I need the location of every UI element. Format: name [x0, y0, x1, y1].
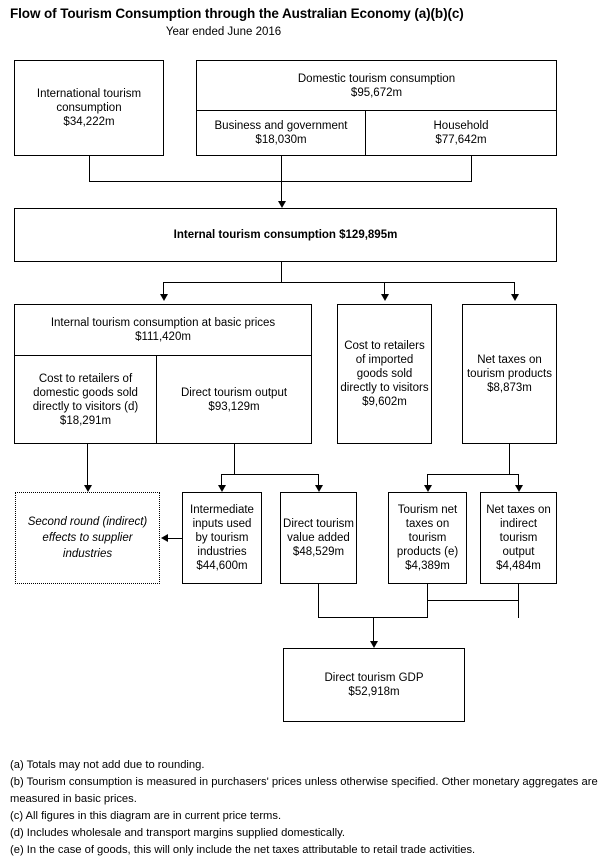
connector-household-down — [471, 156, 472, 182]
second-round-label: Second round (indirect) effects to suppl… — [27, 516, 148, 560]
footnote-b: (b) Tourism consumption is measured in p… — [10, 776, 598, 805]
box-direct-tourism-output: Direct tourism output $93,129m — [156, 355, 312, 444]
footnote-d: (d) Includes wholesale and transport mar… — [10, 827, 345, 839]
business-government-value: $18,030m — [255, 134, 307, 146]
domestic-value: $95,672m — [350, 86, 403, 99]
arrowhead-net-taxes-indirect — [515, 485, 523, 492]
footnote-a: (a) Totals may not add due to rounding. — [10, 759, 205, 771]
box-international-tourism-consumption: International tourism consumption $34,22… — [14, 60, 164, 156]
box-intermediate-inputs: Intermediate inputs used by tourism indu… — [182, 492, 262, 584]
connector-net-taxes-indirect-down — [518, 584, 519, 618]
household-value: $77,642m — [435, 134, 487, 146]
connector-bus-row1 — [89, 181, 472, 182]
tourism-net-taxes-value: $4,389m — [405, 560, 450, 572]
box-second-round-effects: Second round (indirect) effects to suppl… — [15, 492, 160, 584]
connector-to-net-taxes-products — [514, 282, 515, 296]
box-tourism-net-taxes-products: Tourism net taxes on tourism products (e… — [388, 492, 467, 584]
net-taxes-products-label: Net taxes on tourism products — [466, 354, 552, 380]
direct-value-added-label: Direct tourism value added — [283, 518, 354, 544]
box-internal-consumption-basic-prices: Internal tourism consumption at basic pr… — [14, 304, 312, 356]
arrowhead-second-round-left — [161, 534, 168, 542]
direct-value-added-value: $48,529m — [292, 546, 345, 558]
net-taxes-indirect-label: Net taxes on indirect tourism output — [486, 504, 551, 558]
connector-bus-gdp-right — [427, 600, 519, 601]
box-cost-retailers-imported-goods: Cost to retailers of imported goods sold… — [337, 304, 432, 444]
gdp-value: $52,918m — [348, 686, 400, 698]
box-direct-tourism-value-added: Direct tourism value added $48,529m — [280, 492, 357, 584]
basic-prices-value: $111,420m — [135, 331, 191, 343]
direct-output-label: Direct tourism output — [180, 386, 288, 399]
page-subtitle: Year ended June 2016 — [165, 26, 282, 38]
connector-to-tourism-net-taxes — [427, 474, 428, 487]
arrowhead-imported-goods — [381, 294, 389, 301]
box-domestic-tourism-consumption: Domestic tourism consumption $95,672m — [196, 60, 557, 111]
tourism-net-taxes-label: Tourism net taxes on tourism products (e… — [396, 504, 459, 558]
internal-consumption-label: Internal tourism consumption $129,895m — [173, 229, 398, 241]
connector-internal-down — [281, 262, 282, 283]
box-net-taxes-indirect-tourism-output: Net taxes on indirect tourism output $4,… — [480, 492, 557, 584]
box-internal-tourism-consumption: Internal tourism consumption $129,895m — [14, 208, 557, 262]
intermediate-inputs-label: Intermediate inputs used by tourism indu… — [190, 504, 254, 558]
gdp-label: Direct tourism GDP — [324, 672, 424, 684]
connector-bus-direct-output — [221, 474, 318, 475]
connector-international-down — [89, 156, 90, 182]
footnote-c: (c) All figures in this diagram are in c… — [10, 810, 282, 822]
page-title: Flow of Tourism Consumption through the … — [10, 6, 464, 21]
connector-value-added-down — [318, 584, 319, 618]
arrowhead-second-round — [84, 485, 92, 492]
box-cost-retailers-domestic-goods: Cost to retailers of domestic goods sold… — [14, 355, 157, 444]
connector-to-internal-consumption — [281, 181, 282, 205]
connector-to-basic-prices — [163, 282, 164, 296]
connector-to-net-taxes-indirect — [518, 474, 519, 487]
connector-direct-output-down — [234, 443, 235, 475]
international-value: $34,222m — [63, 116, 115, 128]
cost-imported-goods-label: Cost to retailers of imported goods sold… — [340, 340, 429, 394]
arrowhead-internal-consumption — [278, 201, 286, 208]
footnotes: (a) Totals may not add due to rounding. … — [10, 757, 600, 859]
connector-cost-domestic-down — [87, 443, 88, 487]
connector-net-taxes-down — [509, 443, 510, 475]
connector-business-down — [281, 156, 282, 182]
cost-imported-goods-value: $9,602m — [362, 396, 407, 408]
connector-to-direct-value-added — [318, 474, 319, 487]
cost-domestic-goods-label: Cost to retailers of domestic goods sold… — [32, 372, 139, 413]
intermediate-inputs-value: $44,600m — [196, 560, 248, 572]
arrowhead-intermediate-inputs — [218, 485, 226, 492]
box-direct-tourism-gdp: Direct tourism GDP $52,918m — [283, 648, 465, 722]
connector-to-imported-goods — [384, 282, 385, 296]
connector-bus-net-taxes — [427, 474, 519, 475]
box-net-taxes-tourism-products: Net taxes on tourism products $8,873m — [462, 304, 557, 444]
international-label-line1: International tourism — [36, 88, 142, 100]
connector-intermediate-to-second-round — [168, 538, 182, 539]
international-label-line2: consumption — [56, 102, 122, 114]
basic-prices-label: Internal tourism consumption at basic pr… — [50, 317, 276, 329]
arrowhead-net-taxes-products — [511, 294, 519, 301]
domestic-label: Domestic tourism consumption — [297, 72, 456, 85]
arrowhead-direct-value-added — [315, 485, 323, 492]
direct-output-value: $93,129m — [208, 400, 260, 413]
arrowhead-basic-prices — [160, 294, 168, 301]
connector-tourism-net-taxes-down — [427, 584, 428, 618]
business-government-label: Business and government — [214, 120, 348, 132]
box-household: Household $77,642m — [365, 110, 557, 156]
cost-domestic-goods-value: $18,291m — [59, 414, 112, 427]
arrowhead-tourism-net-taxes — [424, 485, 432, 492]
household-label: Household — [433, 120, 489, 132]
footnote-e: (e) In the case of goods, this will only… — [10, 844, 476, 856]
arrowhead-gdp — [370, 641, 378, 648]
connector-to-gdp — [373, 617, 374, 644]
box-business-and-government: Business and government $18,030m — [196, 110, 366, 156]
connector-gdp-join — [318, 617, 374, 618]
net-taxes-products-value: $8,873m — [487, 382, 532, 394]
connector-to-intermediate-inputs — [221, 474, 222, 487]
connector-bus-row3 — [163, 282, 514, 283]
net-taxes-indirect-value: $4,484m — [496, 560, 541, 572]
